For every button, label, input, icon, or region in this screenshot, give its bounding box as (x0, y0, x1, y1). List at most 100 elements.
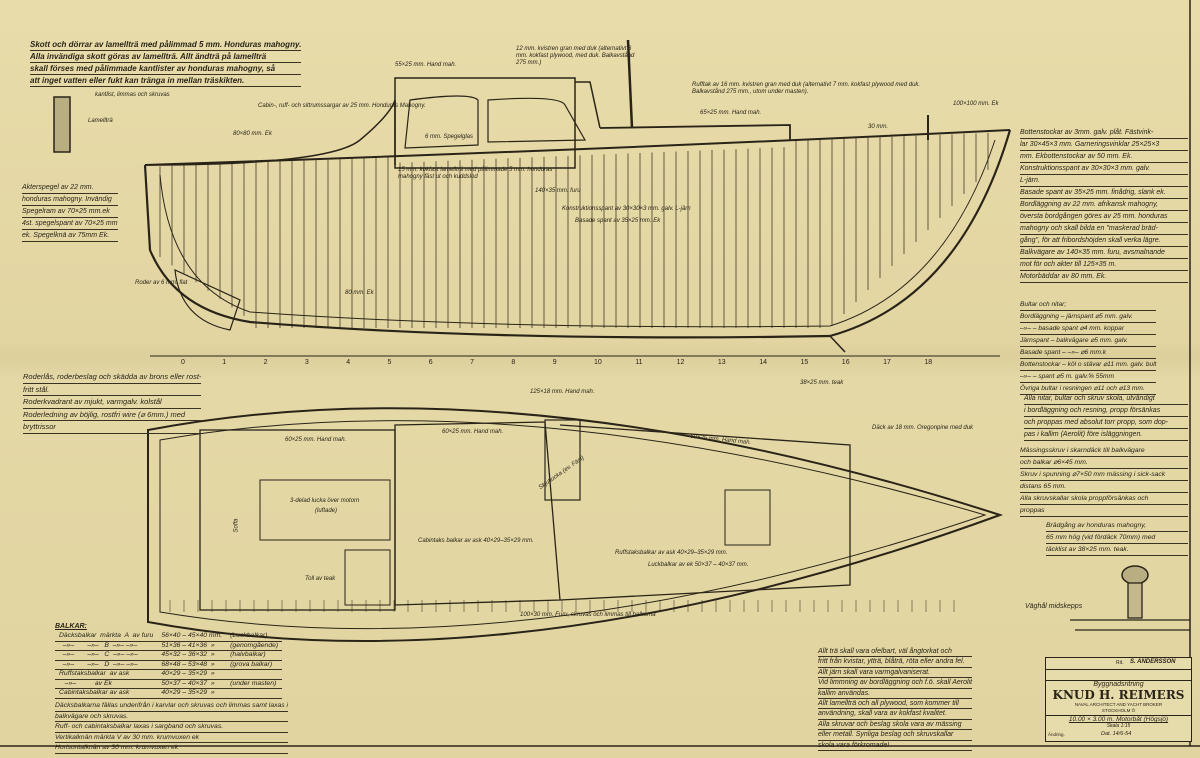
ruff-roof (599, 124, 791, 140)
balkar-cell: (under masten) (230, 679, 277, 687)
label-kantlist: kantlist, limmas och skruvas (95, 92, 170, 98)
balkar-row: –»– –»– B –»– –»–51×36 – 41×36 »(genomgå… (55, 641, 283, 651)
label-30mm: 30 mm. (868, 124, 889, 130)
note-line: Alla skruvskallar skola proppförsänkas o… (1020, 494, 1188, 505)
station-number: 3 (304, 359, 309, 366)
label-teak-125: 125×18 mm. Hand mah. (530, 389, 595, 395)
note-line: 4st. spegelspant av 70×25 mm (22, 219, 118, 230)
station-number: 1 (222, 359, 227, 366)
mast-partner (544, 419, 581, 501)
note-line: fritt från kvistar, ytträ, blåträ, röta … (818, 658, 973, 668)
note-line: ek. Spegelknä av 75mm Ek. (22, 231, 118, 242)
note-line: –»– – spant ⌀5 m. galv.⅝ 55mm (1020, 372, 1157, 383)
cabin-window-fwd (487, 97, 587, 143)
forefoot (829, 335, 846, 353)
note-line: Allt järn skall vara varmgalvaniserat. (818, 669, 973, 679)
note-line: Alla invändiga skott göras av lamellträ.… (30, 52, 302, 63)
balkar-cell: 40×29 – 35×29 » (161, 670, 215, 677)
note-massingsskruv: Mässingsskruv i skarndäck till balkvägar… (1020, 446, 1188, 518)
note-line: och balkar ⌀6×45 mm. (1020, 458, 1188, 469)
lamell-section-detail (53, 96, 71, 153)
rudder (174, 269, 241, 331)
drawn-label: Rit. (1116, 660, 1124, 666)
label-vaghal: Väghål midskepps (1025, 603, 1083, 610)
label-lamelltra: Lamellträ (88, 118, 113, 124)
note-general: Allt trä skall vara ofelbart, väl ångtor… (818, 648, 973, 752)
label-golv: Toll av teak (305, 576, 336, 582)
station-number: 2 (263, 359, 268, 366)
balkar-cell: (grova balkar) (230, 660, 273, 668)
plan-frames (169, 600, 955, 612)
label-lamell-15: 15 mm. kokfast lamellträ med pålimmade 5… (398, 167, 553, 180)
aft-cockpit-coaming (144, 99, 396, 166)
note-line: pas i kallim (Aerolit) före isläggningen… (1024, 430, 1188, 441)
label-luftade: (luftade) (315, 508, 338, 514)
windshield (575, 81, 601, 129)
grating (344, 549, 391, 606)
note-line: lar 30×45×3 mm. Garneringsvinklar 25×25×… (1020, 140, 1188, 151)
note-line: Vid limmning av bordläggning och f.ö. sk… (818, 679, 973, 689)
balkar-cell: 50×37 – 40×37 » (161, 679, 215, 687)
station-number: 14 (759, 359, 767, 366)
balkar-cell: (halvbalkar) (230, 651, 266, 658)
cabin-top (394, 421, 561, 606)
drawing-date: Dat. 14/6-54 (1101, 731, 1132, 737)
label-soffa: Soffa (233, 518, 240, 533)
label-luckbalkar: Luckbalkar av ek 50×37 – 40×37 mm. (648, 562, 749, 568)
note-line: Akterspegel av 22 mm. (22, 183, 118, 194)
fore-hatch (724, 489, 771, 546)
note-line: Balkvägare av 140×35 mm. furu, avsmalnan… (1020, 248, 1188, 259)
note-line: Allt lamellträ och all plywood, som komm… (818, 700, 973, 710)
note-line: Skott och dörrar av lamellträ med pålimm… (30, 40, 302, 51)
balkar-cell: (genomgående) (230, 641, 279, 649)
scale: Skala 1:15 (1106, 723, 1131, 729)
note-line: eller metall. Synliga beslag och skruvsk… (818, 731, 973, 741)
balkar-cell: –»– av Ek (59, 679, 112, 687)
station-number: 11 (635, 359, 643, 366)
change-label: Ändring. (1048, 732, 1065, 737)
label-hand-65: 65×25 mm. Hand mah. (700, 110, 762, 116)
station-number: 6 (428, 359, 433, 366)
balkar-cell: (Luckbalkar) (230, 632, 268, 639)
note-line: skola vara förkromade! (818, 742, 973, 752)
label-hand-60a: 60×25 mm. Hand mah. (285, 437, 347, 443)
firm-subtitle: NAVAL ARCHITECT AND YACHT BROKER (1074, 702, 1163, 707)
note-line: Bottenstockar – köl o stävar ⌀11 mm. gal… (1020, 360, 1157, 371)
note-line: balkvägare och skruvas. (55, 713, 289, 722)
label-basade-spant: Basade spant av 35×25 mm. Ek (575, 218, 661, 224)
note-line: Horisontalknän av 30 mm. krumvuxen ek (55, 744, 289, 754)
ruff-top (559, 424, 851, 601)
label-ruff-roof: Rufftak av 16 mm. kvistren gran med duk … (692, 82, 921, 95)
mast (626, 39, 634, 129)
note-line: Bordläggning av 22 mm. afrikansk mahogny… (1020, 200, 1188, 211)
note-line: honduras mahogny. Invändig (22, 195, 118, 206)
station-number: 8 (511, 359, 516, 366)
note-line: i bordläggning och resning, propp försän… (1024, 406, 1188, 417)
station-number: 7 (470, 359, 474, 366)
firm-name: KNUD H. REIMERS (1052, 688, 1185, 702)
note-line: Vertikalknän märkta V av 30 mm. krumvuxe… (55, 734, 289, 743)
label-post-100: 100×100 mm. Ek (953, 101, 999, 107)
station-number: 17 (883, 359, 891, 366)
note-line: 65 mm hög (vid fördäck 70mm) med (1046, 533, 1188, 544)
note-line: Basade spant – –»– ⌀6 mm.k (1020, 348, 1157, 359)
deck-detail-lines (1070, 619, 1190, 631)
note-bradgang: Brädgång av honduras mahogny,65 mm hög (… (1046, 521, 1188, 557)
note-line: Roderlås, roderbeslag och skädda av bron… (23, 372, 202, 384)
note-line: Allt trä skall vara ofelbart, väl ångtor… (818, 648, 973, 658)
label-furu-140: 140×35 mm. furu (535, 188, 581, 194)
bradgang-section-cap (1121, 565, 1149, 585)
boat-subject: 10.00 × 3.00 m. Motorbåt (Högsjö) (1068, 716, 1169, 723)
inner-hull-line (159, 139, 996, 328)
label-roof-12mm: 12 mm. kvistren gran med duk (alternativ… (516, 46, 635, 66)
balkar-row: –»– av Ek 50×37 – 40×37 » (under masten) (55, 679, 283, 689)
label-konstruktionsspant: Konstruktionsspant av 30×30×3 mm. galv. … (562, 206, 691, 212)
label-kol-100: 100×30 mm. Furu, skruvas och limmas till… (520, 612, 656, 618)
note-line: Övriga bultar i resningen ⌀11 och ⌀13 mm… (1020, 384, 1157, 395)
label-roder-flat: Roder av 6 mm. flat (135, 280, 188, 286)
note-akterspegel: Akterspegel av 22 mm.honduras mahogny. I… (22, 183, 118, 243)
